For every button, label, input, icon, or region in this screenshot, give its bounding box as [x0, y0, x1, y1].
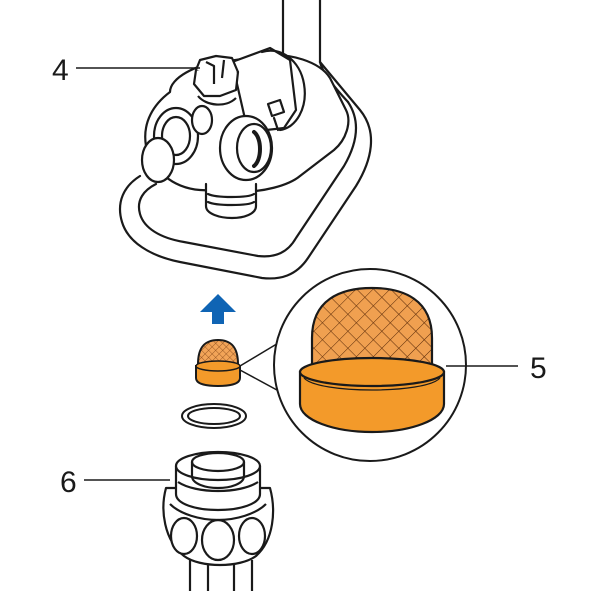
o-ring [181, 403, 247, 429]
callout-6: 6 [60, 466, 77, 499]
spray-gun-body [118, 0, 373, 280]
filter-small [195, 338, 241, 388]
up-arrow-icon [200, 294, 236, 324]
callout-5: 5 [530, 352, 547, 385]
valve-nut [192, 54, 240, 106]
filter-housing [162, 450, 275, 591]
filter-detail-circle [273, 268, 467, 462]
callout-4: 4 [52, 54, 69, 87]
